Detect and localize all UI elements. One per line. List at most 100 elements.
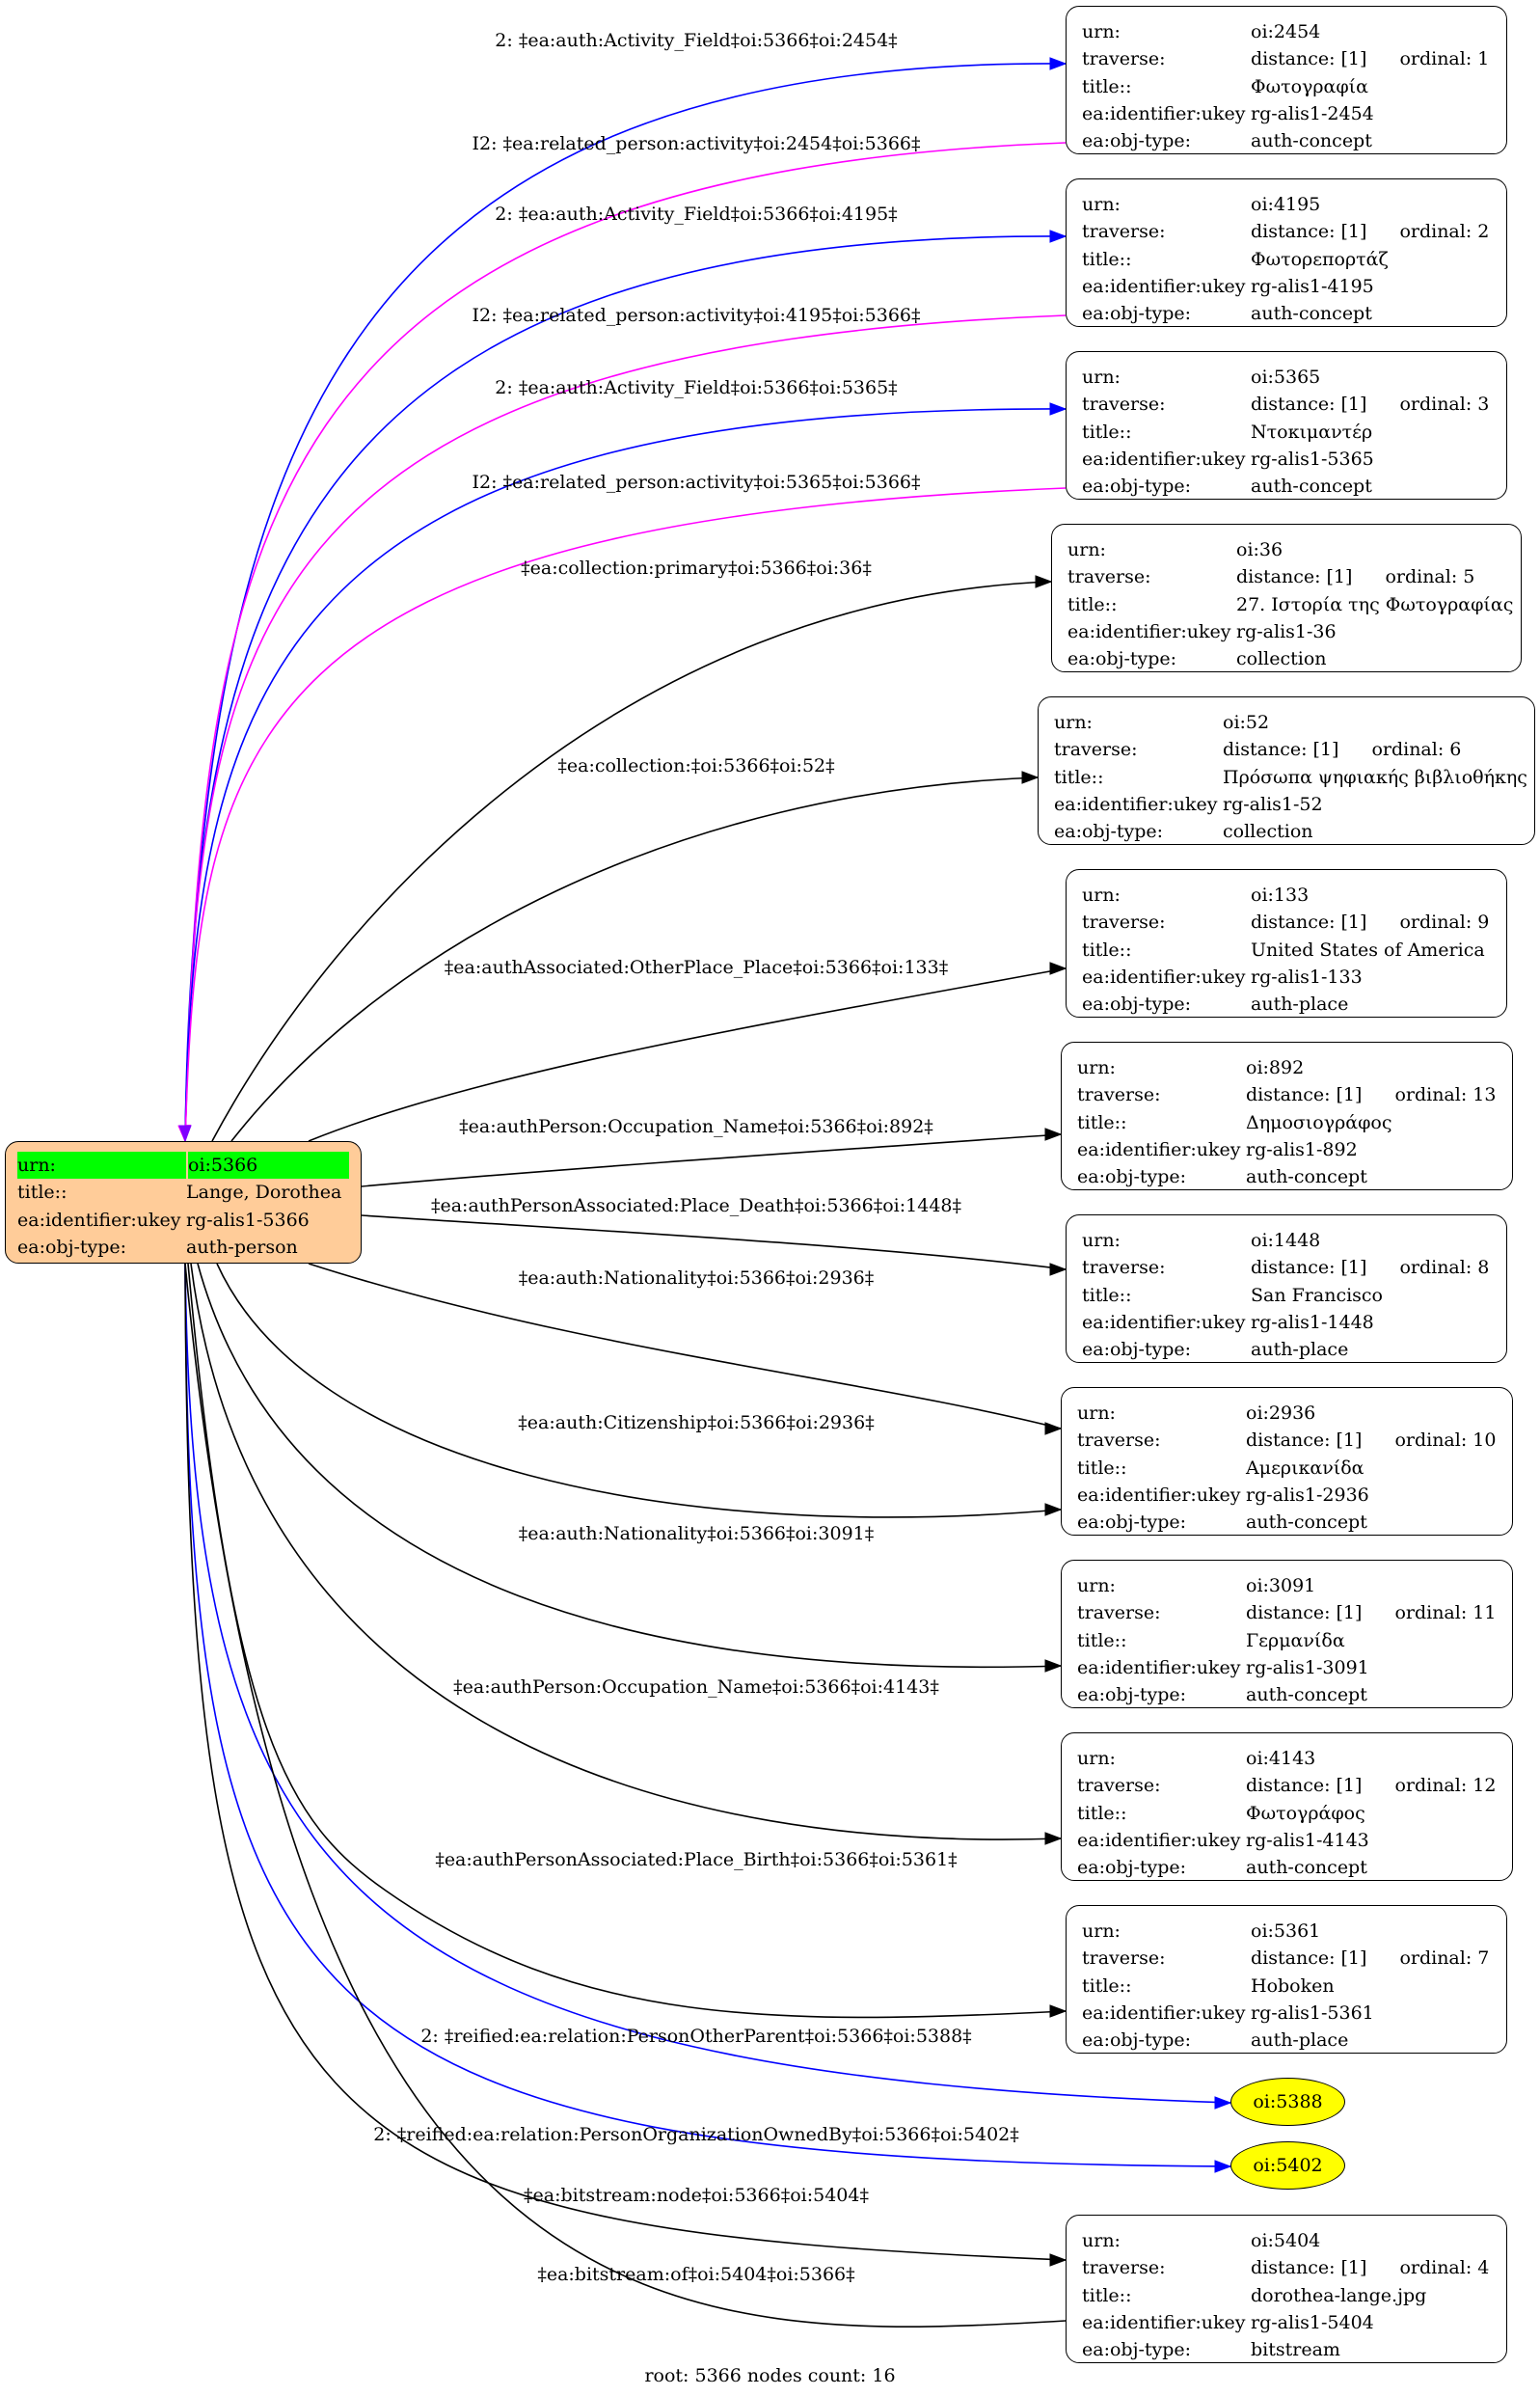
title-key: title:: <box>1067 593 1118 615</box>
traverse-key: traverse: <box>1077 1602 1161 1624</box>
objtype-value: auth-concept <box>1246 1166 1367 1188</box>
urn-key: urn: <box>1082 2230 1121 2251</box>
edge-arrowhead <box>1044 1503 1063 1516</box>
urn-row: urn:oi:2936 <box>1077 1400 1499 1427</box>
urn-row: urn:oi:892 <box>1077 1054 1499 1081</box>
edge-path <box>187 1263 1067 2019</box>
objtype-key: ea:obj-type: <box>1077 1511 1187 1534</box>
title-key: title:: <box>1077 1457 1127 1479</box>
edge-19: ‡ea:bitstream:of‡oi:5404‡oi:5366‡ <box>178 1247 1067 2328</box>
root-title-key: title:: <box>17 1182 68 1204</box>
ukey-key: ea:identifier:ukey <box>1077 1656 1241 1678</box>
traverse-value: distance: [1] <box>1223 739 1339 761</box>
title-row: title::Φωτογράφος <box>1077 1800 1499 1827</box>
urn-key: urn: <box>1082 194 1121 215</box>
urn-row: urn:oi:36 <box>1067 536 1507 563</box>
urn-value: oi:4195 <box>1251 194 1321 215</box>
objtype-key: ea:obj-type: <box>1082 130 1192 152</box>
ordinal-value: ordinal: 4 <box>1399 2257 1490 2279</box>
traverse-row: traverse:distance: [1]ordinal: 9 <box>1082 909 1493 936</box>
ukey-key: ea:identifier:ukey <box>1077 1138 1241 1160</box>
edge-label: 2: ‡reified:ea:relation:PersonOtherParen… <box>420 2026 971 2047</box>
edge-label: I2: ‡ea:related_person:activity‡oi:2454‡… <box>473 133 921 154</box>
ordinal-value: ordinal: 8 <box>1399 1257 1490 1279</box>
ordinal-value: ordinal: 3 <box>1399 394 1490 416</box>
edge-path <box>211 581 1052 1142</box>
objtype-key: ea:obj-type: <box>1082 1339 1192 1361</box>
ordinal-value: ordinal: 6 <box>1371 739 1462 761</box>
ukey-key: ea:identifier:ukey <box>1054 793 1218 815</box>
ukey-value: rg-alis1-5404 <box>1251 2311 1374 2333</box>
traverse-value: distance: [1] <box>1251 48 1367 70</box>
edge-path <box>184 1263 1231 2104</box>
urn-value: oi:4143 <box>1246 1748 1316 1769</box>
edge-label: I2: ‡ea:related_person:activity‡oi:4195‡… <box>473 305 921 326</box>
root-node[interactable]: urn: oi:5366 title:: Lange, Dorothea ea:… <box>5 1141 362 1264</box>
edge-arrowhead <box>1049 402 1067 416</box>
title-row: title::Φωτορεπορτάζ <box>1082 246 1493 273</box>
title-row: title::Αμερικανίδα <box>1077 1455 1499 1482</box>
edge-arrowhead <box>1214 2096 1232 2110</box>
edge-arrowhead <box>1049 230 1067 243</box>
edge-4: 2: ‡ea:auth:Activity_Field‡oi:5366‡oi:53… <box>184 377 1067 1142</box>
traverse-row: traverse:distance: [1]ordinal: 8 <box>1082 1254 1493 1281</box>
traverse-key: traverse: <box>1082 912 1166 934</box>
urn-key: urn: <box>1077 1402 1116 1424</box>
objtype-key: ea:obj-type: <box>1082 476 1192 498</box>
urn-key: urn: <box>1077 1575 1116 1596</box>
urn-value: oi:1448 <box>1251 1230 1321 1251</box>
ellipse-node-oi-5388[interactable]: oi:5388 <box>1230 2078 1345 2126</box>
title-value: Αμερικανίδα <box>1246 1457 1364 1479</box>
edge-label: ‡ea:auth:Nationality‡oi:5366‡oi:3091‡ <box>519 1523 875 1544</box>
edge-path <box>184 142 1067 1142</box>
ukey-value: rg-alis1-4143 <box>1246 1829 1369 1851</box>
ellipse-node-oi-5402[interactable]: oi:5402 <box>1230 2141 1345 2190</box>
traverse-row: traverse:distance: [1]ordinal: 10 <box>1077 1427 1499 1454</box>
title-row: title::United States of America <box>1082 937 1493 964</box>
urn-value: oi:5404 <box>1251 2230 1321 2251</box>
title-key: title:: <box>1082 2284 1132 2306</box>
edge-11: ‡ea:auth:Nationality‡oi:5366‡oi:2936‡ <box>308 1263 1063 1435</box>
traverse-key: traverse: <box>1077 1429 1161 1452</box>
traverse-row: traverse:distance: [1]ordinal: 3 <box>1082 391 1493 418</box>
title-value: 27. Ιστορία της Φωτογραφίας <box>1236 593 1514 615</box>
traverse-row: traverse:distance: [1]ordinal: 12 <box>1077 1772 1499 1799</box>
ordinal-value: ordinal: 7 <box>1399 1947 1490 1970</box>
traverse-key: traverse: <box>1054 739 1138 761</box>
urn-row: urn:oi:2454 <box>1082 18 1493 45</box>
urn-value: oi:3091 <box>1246 1575 1316 1596</box>
root-ukey-value: rg-alis1-5366 <box>186 1209 310 1231</box>
edge-arrowhead <box>1044 1659 1063 1673</box>
traverse-value: distance: [1] <box>1251 394 1367 416</box>
title-row: title::Hoboken <box>1082 1973 1493 2000</box>
ukey-value: rg-alis1-4195 <box>1251 275 1374 297</box>
title-value: Πρόσωπα ψηφιακής βιβλιοθήκης <box>1223 766 1527 788</box>
edge-path <box>308 967 1067 1142</box>
edge-arrowhead <box>1035 575 1053 588</box>
objtype-key: ea:obj-type: <box>1054 821 1164 843</box>
ordinal-value: ordinal: 1 <box>1399 48 1490 70</box>
objtype-value: collection <box>1236 648 1327 670</box>
objtype-key: ea:obj-type: <box>1082 303 1192 325</box>
edge-label: ‡ea:bitstream:of‡oi:5404‡oi:5366‡ <box>537 2264 854 2285</box>
title-key: title:: <box>1054 766 1104 788</box>
edge-path <box>184 408 1067 1142</box>
edge-label: ‡ea:bitstream:node‡oi:5366‡oi:5404‡ <box>524 2185 869 2206</box>
urn-row: urn:oi:5365 <box>1082 364 1493 391</box>
root-urn-value: oi:5366 <box>188 1155 258 1176</box>
